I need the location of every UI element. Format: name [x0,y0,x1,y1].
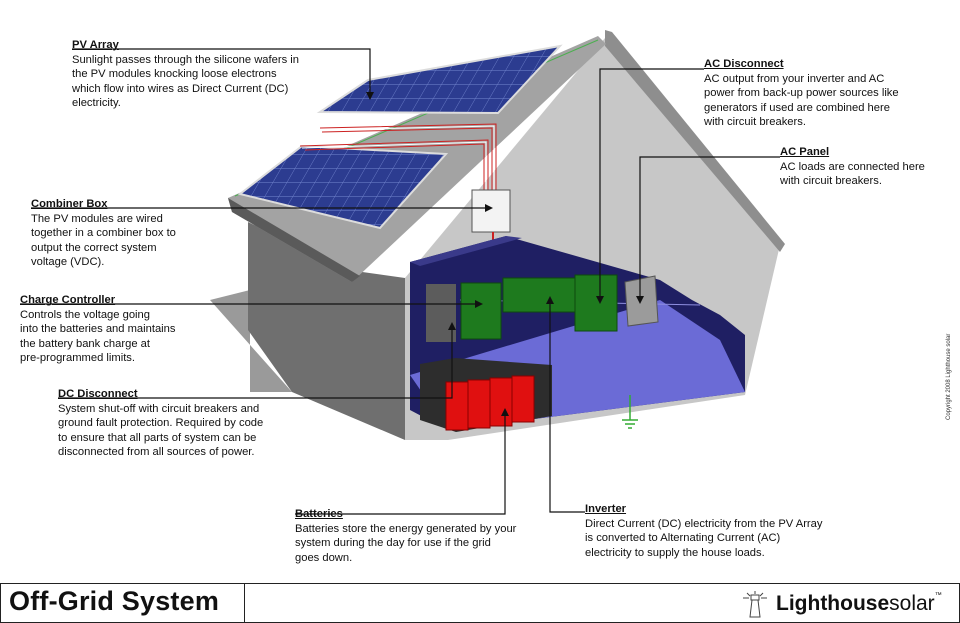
ground-symbol [622,395,638,429]
logo-text-light: solar [889,592,935,615]
ac-panel-title: AC Panel [780,146,830,158]
logo-trademark: ™ [934,592,942,599]
ac-disconnect-box [574,274,618,332]
leader-pv-array [72,48,371,97]
leader-ac-disconnect [599,68,704,300]
pv-array-upper [316,44,563,115]
inverter-label: Inverter Direct Current (DC) electricity… [585,502,865,560]
charge-controller-box [460,282,502,340]
dc-disconnect-box [426,284,456,342]
dc-disconnect-title: DC Disconnect [58,388,138,400]
charge-controller-title: Charge Controller [20,294,116,306]
ac-disconnect-label: AC Disconnect AC output from your invert… [704,57,944,130]
ac-panel-label: AC Panel AC loads are connected here wit… [780,145,950,189]
leader-ac-panel [639,156,780,300]
batteries-text: Batteries store the energy generated by … [295,522,517,564]
battery-bank [445,375,535,431]
gable-edge [605,30,785,252]
leader-batteries [295,412,506,515]
roof-edge [228,198,360,282]
pv-array-label: PV Array Sunlight passes through the sil… [72,38,342,111]
leader-inverter [549,300,585,513]
charge-controller-label: Charge Controller Controls the voltage g… [20,293,220,366]
lighthouse-logo-icon [743,591,767,618]
pv-array-title: PV Array [72,39,119,51]
leader-dc-disconnect [58,326,453,399]
inverter-text: Direct Current (DC) electricity from the… [585,517,823,559]
batteries-title: Batteries [295,508,343,520]
ac-panel-text: AC loads are connected here with circuit… [780,160,925,188]
batteries-label: Batteries Batteries store the energy gen… [295,507,555,565]
lighthouse-solar-logo: Lighthousesolar™ [738,590,943,618]
off-grid-diagram: PV Array Sunlight passes through the sil… [20,30,952,565]
house-illustration [20,30,785,515]
footer-title-cell: Off-Grid System [1,584,245,622]
copyright-note: Copyright 2008 Lighthouse solar [946,333,952,420]
diagram-title: Off-Grid System [9,586,220,616]
combiner-box [471,189,511,233]
side-wall [248,222,405,440]
combiner-box-title: Combiner Box [31,198,108,210]
charge-controller-text: Controls the voltage going into the batt… [20,308,176,365]
logo-text: Lighthousesolar™ [776,592,942,616]
dc-disconnect-label: DC Disconnect System shut-off with circu… [58,387,318,460]
pv-array-text: Sunlight passes through the silicone waf… [72,53,299,110]
ground-shadow [210,290,292,392]
inverter-box [502,277,576,313]
dc-disconnect-text: System shut-off with circuit breakers an… [58,402,264,459]
combiner-box-text: The PV modules are wired together in a c… [31,212,176,269]
logo-text-bold: Lighthouse [776,592,890,615]
combiner-box-label: Combiner Box The PV modules are wired to… [31,197,231,270]
ac-disconnect-title: AC Disconnect [704,58,784,70]
inverter-title: Inverter [585,503,627,515]
footer-bar: Off-Grid System Lighthousesolar™ [0,583,960,623]
ac-disconnect-text: AC output from your inverter and AC powe… [704,72,899,129]
